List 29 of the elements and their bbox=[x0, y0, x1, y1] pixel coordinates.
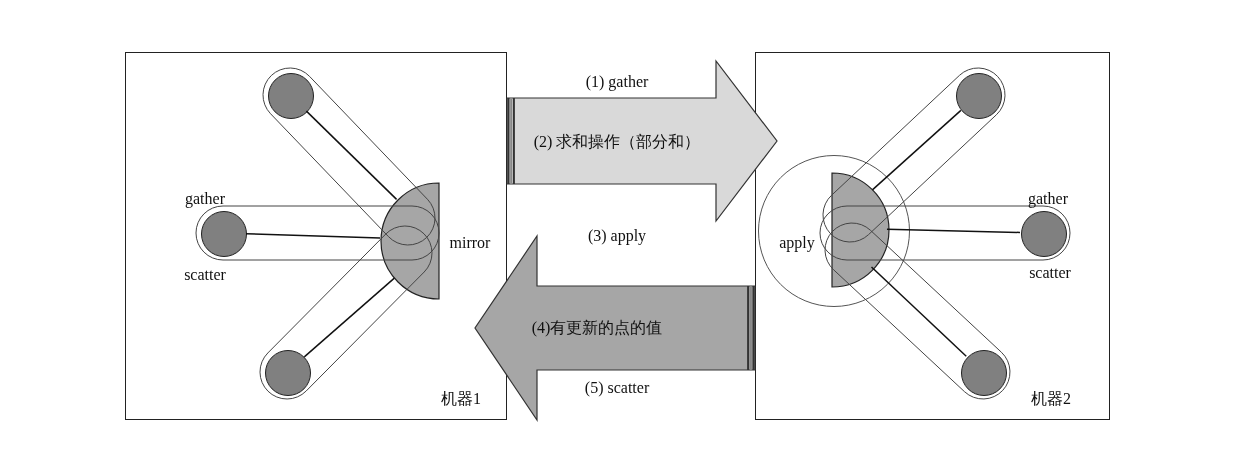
machine-label: 机器1 bbox=[441, 391, 481, 407]
step-label: (3) apply bbox=[587, 228, 647, 244]
machine-box bbox=[125, 52, 507, 420]
node-label: apply bbox=[779, 235, 815, 251]
connector-line bbox=[305, 110, 398, 201]
step-label: (5) scatter bbox=[584, 380, 650, 396]
mirror-label: mirror bbox=[449, 235, 491, 251]
edge-label: (4)有更新的点的值 bbox=[531, 320, 663, 336]
vertex-circle bbox=[956, 73, 1002, 119]
step-label: gather bbox=[1028, 191, 1068, 207]
edge-label: (2) 求和操作（部分和） bbox=[533, 134, 701, 150]
step-label: scatter bbox=[1029, 265, 1071, 281]
connector-line bbox=[303, 277, 396, 358]
step-label: (1) gather bbox=[585, 74, 649, 90]
flow-arrow bbox=[506, 59, 778, 223]
connector-line bbox=[245, 233, 381, 239]
vertex-circle bbox=[265, 350, 311, 396]
connector-line bbox=[871, 109, 962, 191]
machine-label: 机器2 bbox=[1031, 391, 1071, 407]
step-label: gather bbox=[185, 191, 225, 207]
connector-line bbox=[886, 228, 1021, 234]
step-label: scatter bbox=[184, 267, 226, 283]
vertex-circle bbox=[201, 211, 247, 257]
machine-box bbox=[755, 52, 1110, 420]
vertex-circle bbox=[961, 350, 1007, 396]
connector-line bbox=[870, 266, 967, 357]
vertex-circle bbox=[268, 73, 314, 119]
flow-arrow bbox=[474, 234, 756, 422]
vertex-circle bbox=[1021, 211, 1067, 257]
